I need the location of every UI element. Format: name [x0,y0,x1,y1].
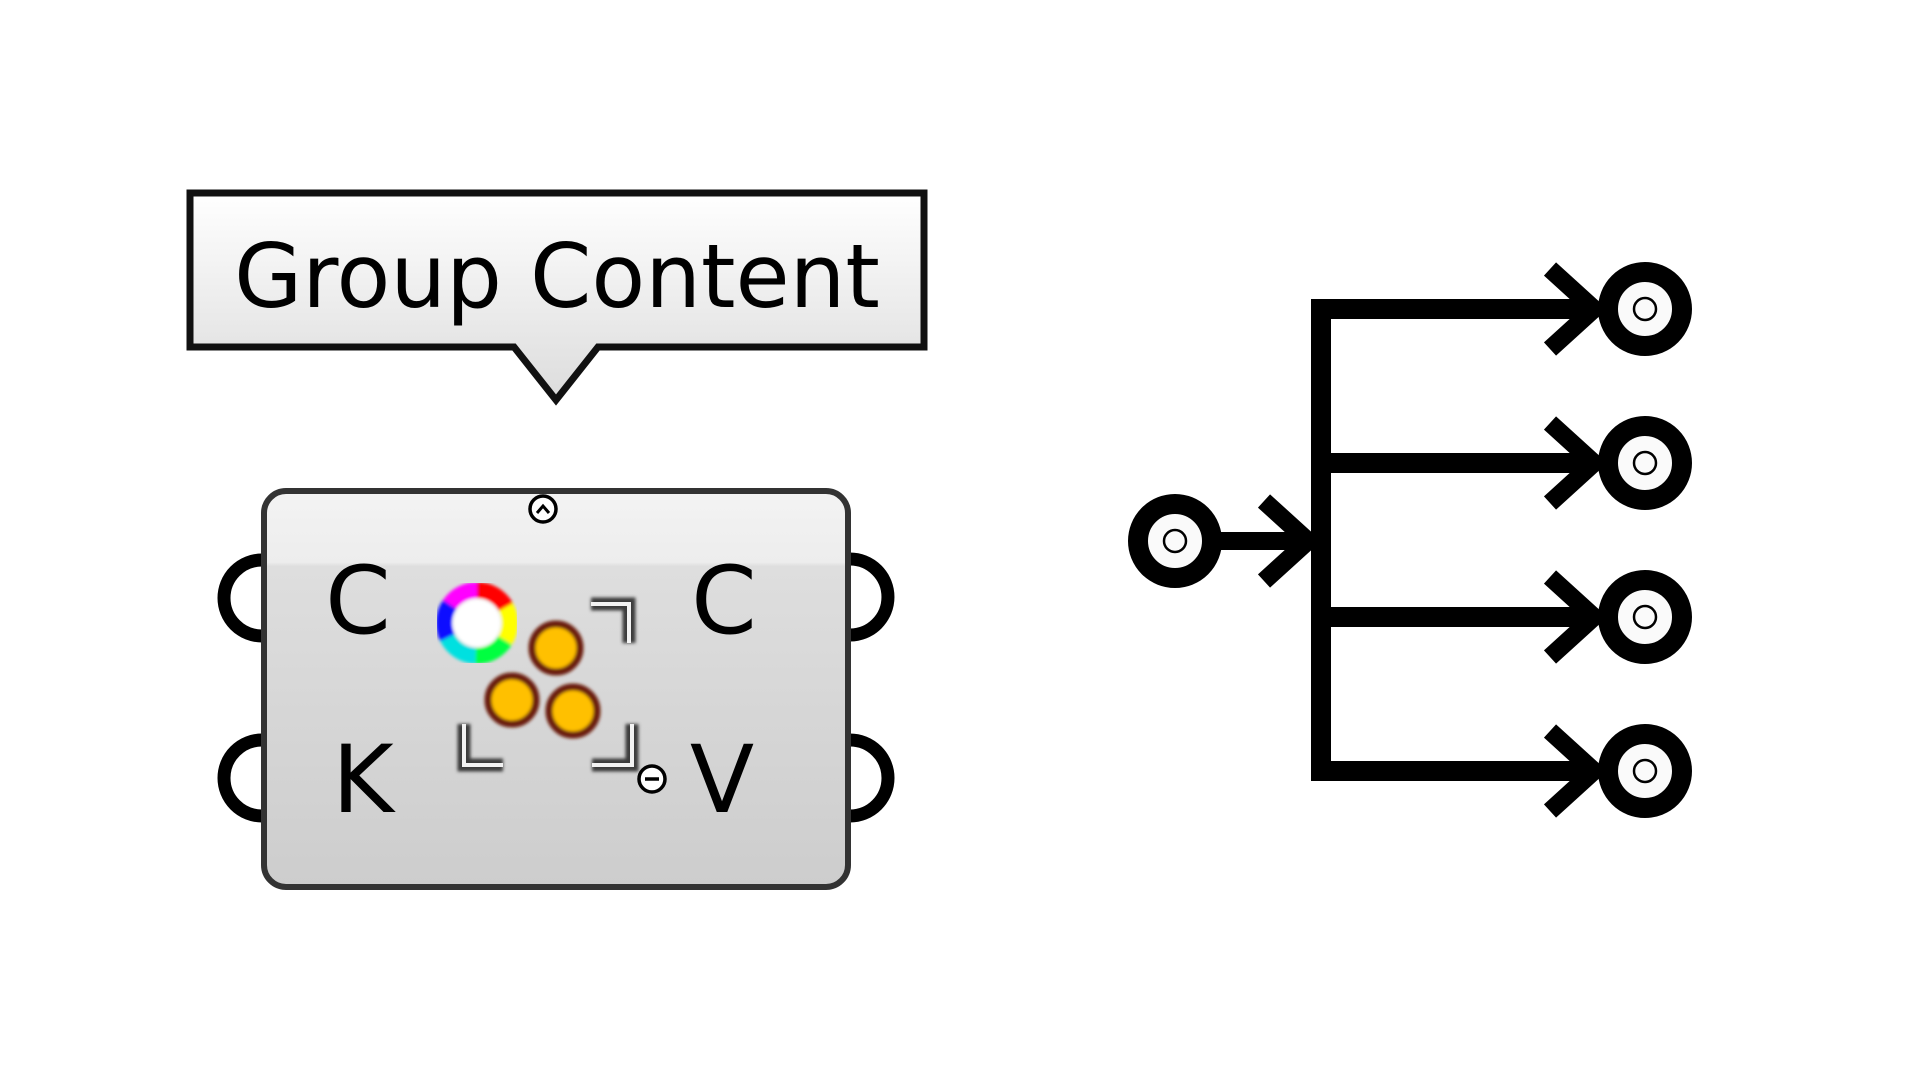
output-grip-c[interactable] [849,552,895,642]
output-arrow-icon-4 [1543,724,1608,818]
color-wheel-icon [436,582,518,664]
input-label-c: C [325,547,391,656]
output-arrow-icon-3 [1543,570,1608,664]
output-arrow-icon-2 [1543,416,1608,510]
output-arrow-icon-1 [1543,262,1608,356]
output-node-1-center [1632,296,1658,322]
output-node-2-center [1632,450,1658,476]
component-body[interactable] [261,488,851,890]
input-label-k: K [332,726,396,835]
component[interactable]: C K C V [217,488,895,890]
output-label-v: V [690,726,754,835]
output-grip-v[interactable] [849,733,895,823]
tooltip-text: Group Content [234,225,880,328]
bracket-highlight-icon [462,602,634,767]
output-node-4-center [1632,758,1658,784]
input-grip-c[interactable] [217,553,263,643]
chevron-up-icon[interactable] [528,494,558,524]
input-node-center [1162,528,1188,554]
output-node-3-center [1632,604,1658,630]
output-label-c: C [691,547,757,656]
tooltip-bubble: Group Content [186,189,928,406]
flow-diagram [1128,262,1692,818]
yellow-dot-icon [484,620,601,739]
minus-icon[interactable] [637,764,667,794]
input-grip-k[interactable] [217,733,263,823]
input-arrow-icon [1257,494,1322,588]
group-content-icon [436,582,639,772]
